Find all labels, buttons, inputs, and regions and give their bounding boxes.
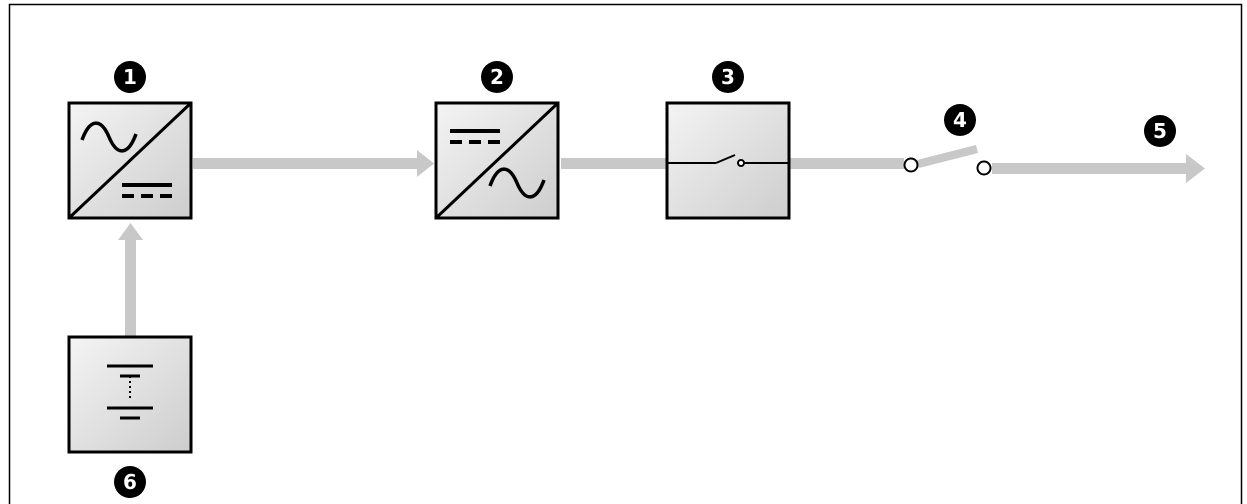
dc-symbol-icon xyxy=(122,183,172,198)
line-battery-to-rectifier xyxy=(125,238,136,336)
arrow-output xyxy=(1186,154,1205,183)
callout-badge-battery: 6 xyxy=(114,466,146,498)
rectifier-box xyxy=(67,101,193,220)
ac-wave-icon xyxy=(488,167,546,199)
callout-number: 5 xyxy=(1153,119,1167,143)
callout-number: 1 xyxy=(123,65,137,89)
static-switch-box xyxy=(665,101,791,220)
callout-number: 2 xyxy=(490,65,504,89)
battery-box xyxy=(67,335,193,454)
arrow-into-inverter xyxy=(417,150,434,177)
callout-number: 6 xyxy=(123,470,137,494)
callout-number: 3 xyxy=(721,65,735,89)
breaker-terminal-left xyxy=(903,157,919,173)
line-inverter-to-switch xyxy=(561,158,667,169)
breaker-terminal-right xyxy=(976,160,992,176)
switch-icon xyxy=(667,154,789,167)
callout-badge-breaker: 4 xyxy=(944,104,976,136)
line-breaker-to-output xyxy=(992,163,1188,174)
callout-badge-inverter: 2 xyxy=(481,61,513,93)
callout-badge-static-switch: 3 xyxy=(712,61,744,93)
callout-number: 4 xyxy=(953,108,967,132)
line-rectifier-to-inverter xyxy=(193,158,419,169)
breaker-blade xyxy=(917,145,978,168)
diagram-frame xyxy=(8,3,1243,504)
dc-symbol-icon xyxy=(450,129,500,144)
ac-wave-icon xyxy=(80,121,138,153)
callout-badge-rectifier: 1 xyxy=(114,61,146,93)
inverter-box xyxy=(434,101,560,220)
connection-lines xyxy=(118,145,1205,336)
arrow-into-rectifier xyxy=(118,223,143,240)
line-switch-to-breaker xyxy=(789,158,904,169)
battery-icon xyxy=(107,364,153,420)
callout-badge-output: 5 xyxy=(1144,115,1176,147)
